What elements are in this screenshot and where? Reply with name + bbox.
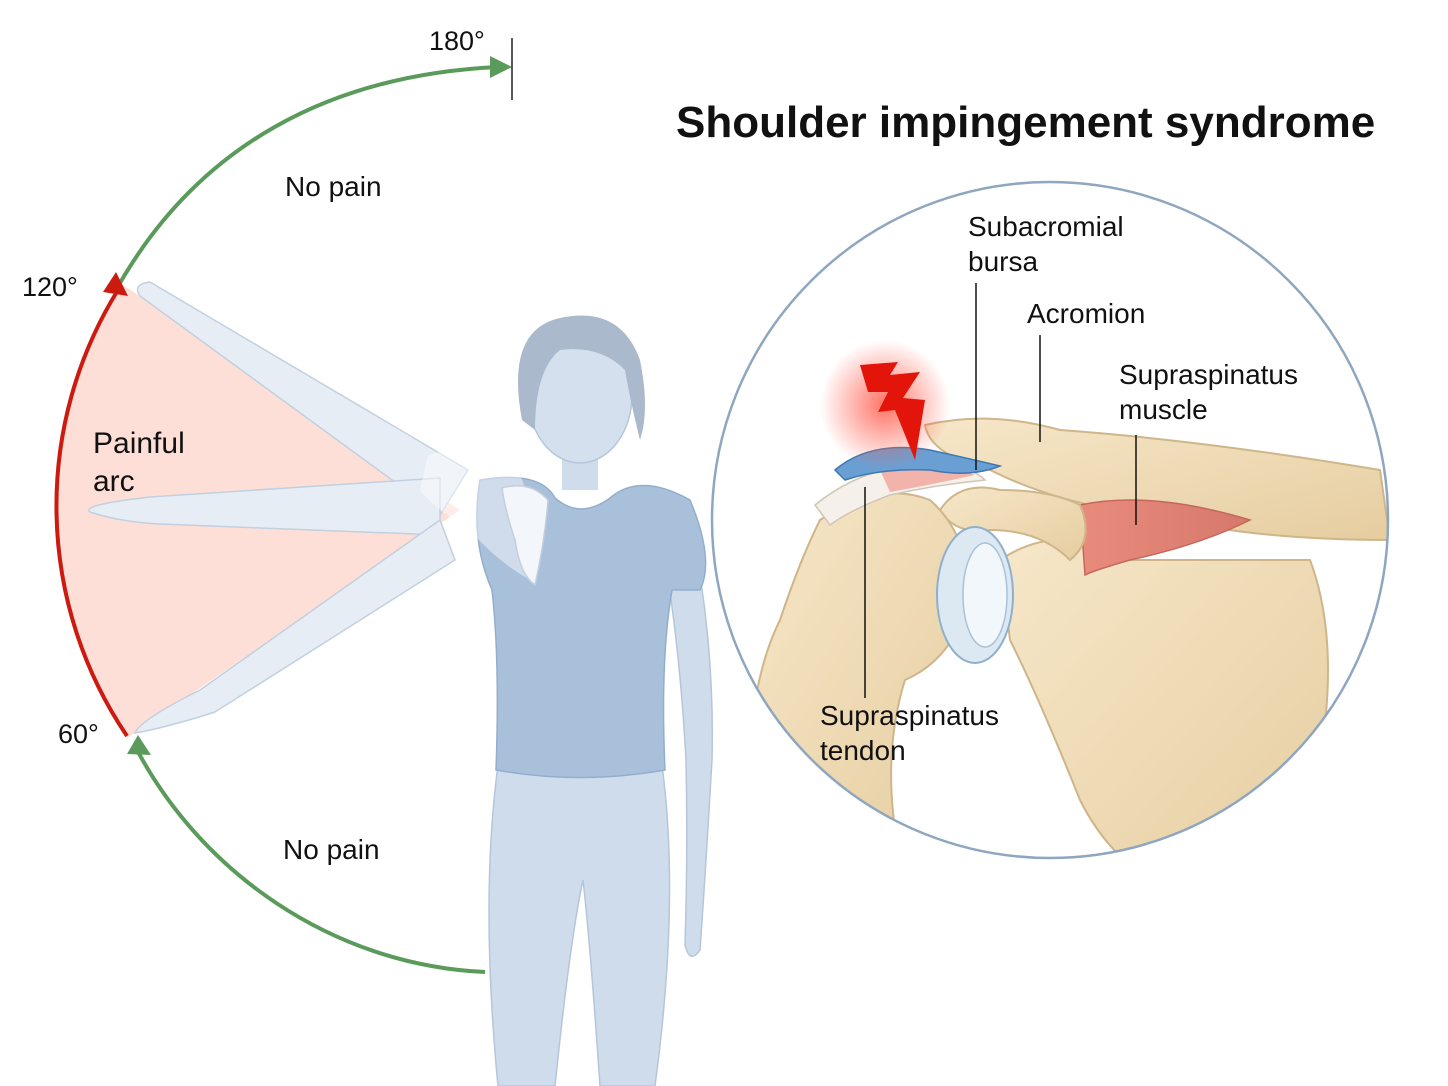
arrowhead-120 bbox=[103, 272, 128, 296]
subacromial-bursa-label-line1: Subacromial bbox=[968, 211, 1124, 242]
range-of-motion-diagram: 180° 120° 60° No pain Painful arc No pai… bbox=[22, 26, 714, 1086]
supraspinatus-muscle-label-line1: Supraspinatus bbox=[1119, 359, 1298, 390]
arm-at-90 bbox=[88, 477, 441, 536]
arm-at-120 bbox=[136, 281, 470, 517]
supraspinatus-muscle-label-line2: muscle bbox=[1119, 394, 1208, 425]
scapula-icon bbox=[501, 485, 549, 587]
no-pain-lower-label: No pain bbox=[283, 834, 380, 865]
supraspinatus-muscle bbox=[1079, 499, 1253, 577]
arm-positions bbox=[88, 281, 470, 734]
pain-free-arc-upper bbox=[118, 65, 499, 285]
glenoid-inner bbox=[962, 542, 1008, 648]
anatomy-lens: Subacromial bursa Acromion Supraspinatus… bbox=[710, 180, 1390, 860]
page-title: Shoulder impingement syndrome bbox=[676, 98, 1375, 147]
acromion-bone bbox=[923, 417, 1388, 542]
lens-border bbox=[710, 180, 1390, 860]
painful-arc-label-line2: arc bbox=[93, 465, 135, 498]
human-figure bbox=[420, 315, 714, 1086]
shoulder-highlight bbox=[420, 450, 534, 580]
painful-arc-line bbox=[54, 288, 129, 738]
angle-180-label: 180° bbox=[429, 26, 485, 56]
subacromial-bursa-label-line2: bursa bbox=[968, 246, 1038, 277]
arrowhead-180 bbox=[490, 56, 512, 78]
supraspinatus-tendon-label-line1: Supraspinatus bbox=[820, 700, 999, 731]
figure-arm-right bbox=[664, 518, 714, 958]
no-pain-upper-label: No pain bbox=[285, 171, 382, 202]
painful-arc-label-line1: Painful bbox=[93, 427, 185, 460]
arrowhead-60 bbox=[127, 735, 151, 755]
arm-at-60 bbox=[133, 518, 456, 734]
lightning-bolt-icon bbox=[860, 362, 925, 460]
supraspinatus-tendon-label-line2: tendon bbox=[820, 735, 906, 766]
acromion-label: Acromion bbox=[1027, 298, 1145, 329]
figure-legs bbox=[488, 764, 671, 1086]
figure-hair bbox=[517, 315, 645, 440]
angle-60-label: 60° bbox=[58, 719, 99, 749]
pain-free-arc-lower bbox=[134, 747, 486, 974]
angle-120-label: 120° bbox=[22, 272, 78, 302]
coracoid-process bbox=[938, 486, 1087, 562]
